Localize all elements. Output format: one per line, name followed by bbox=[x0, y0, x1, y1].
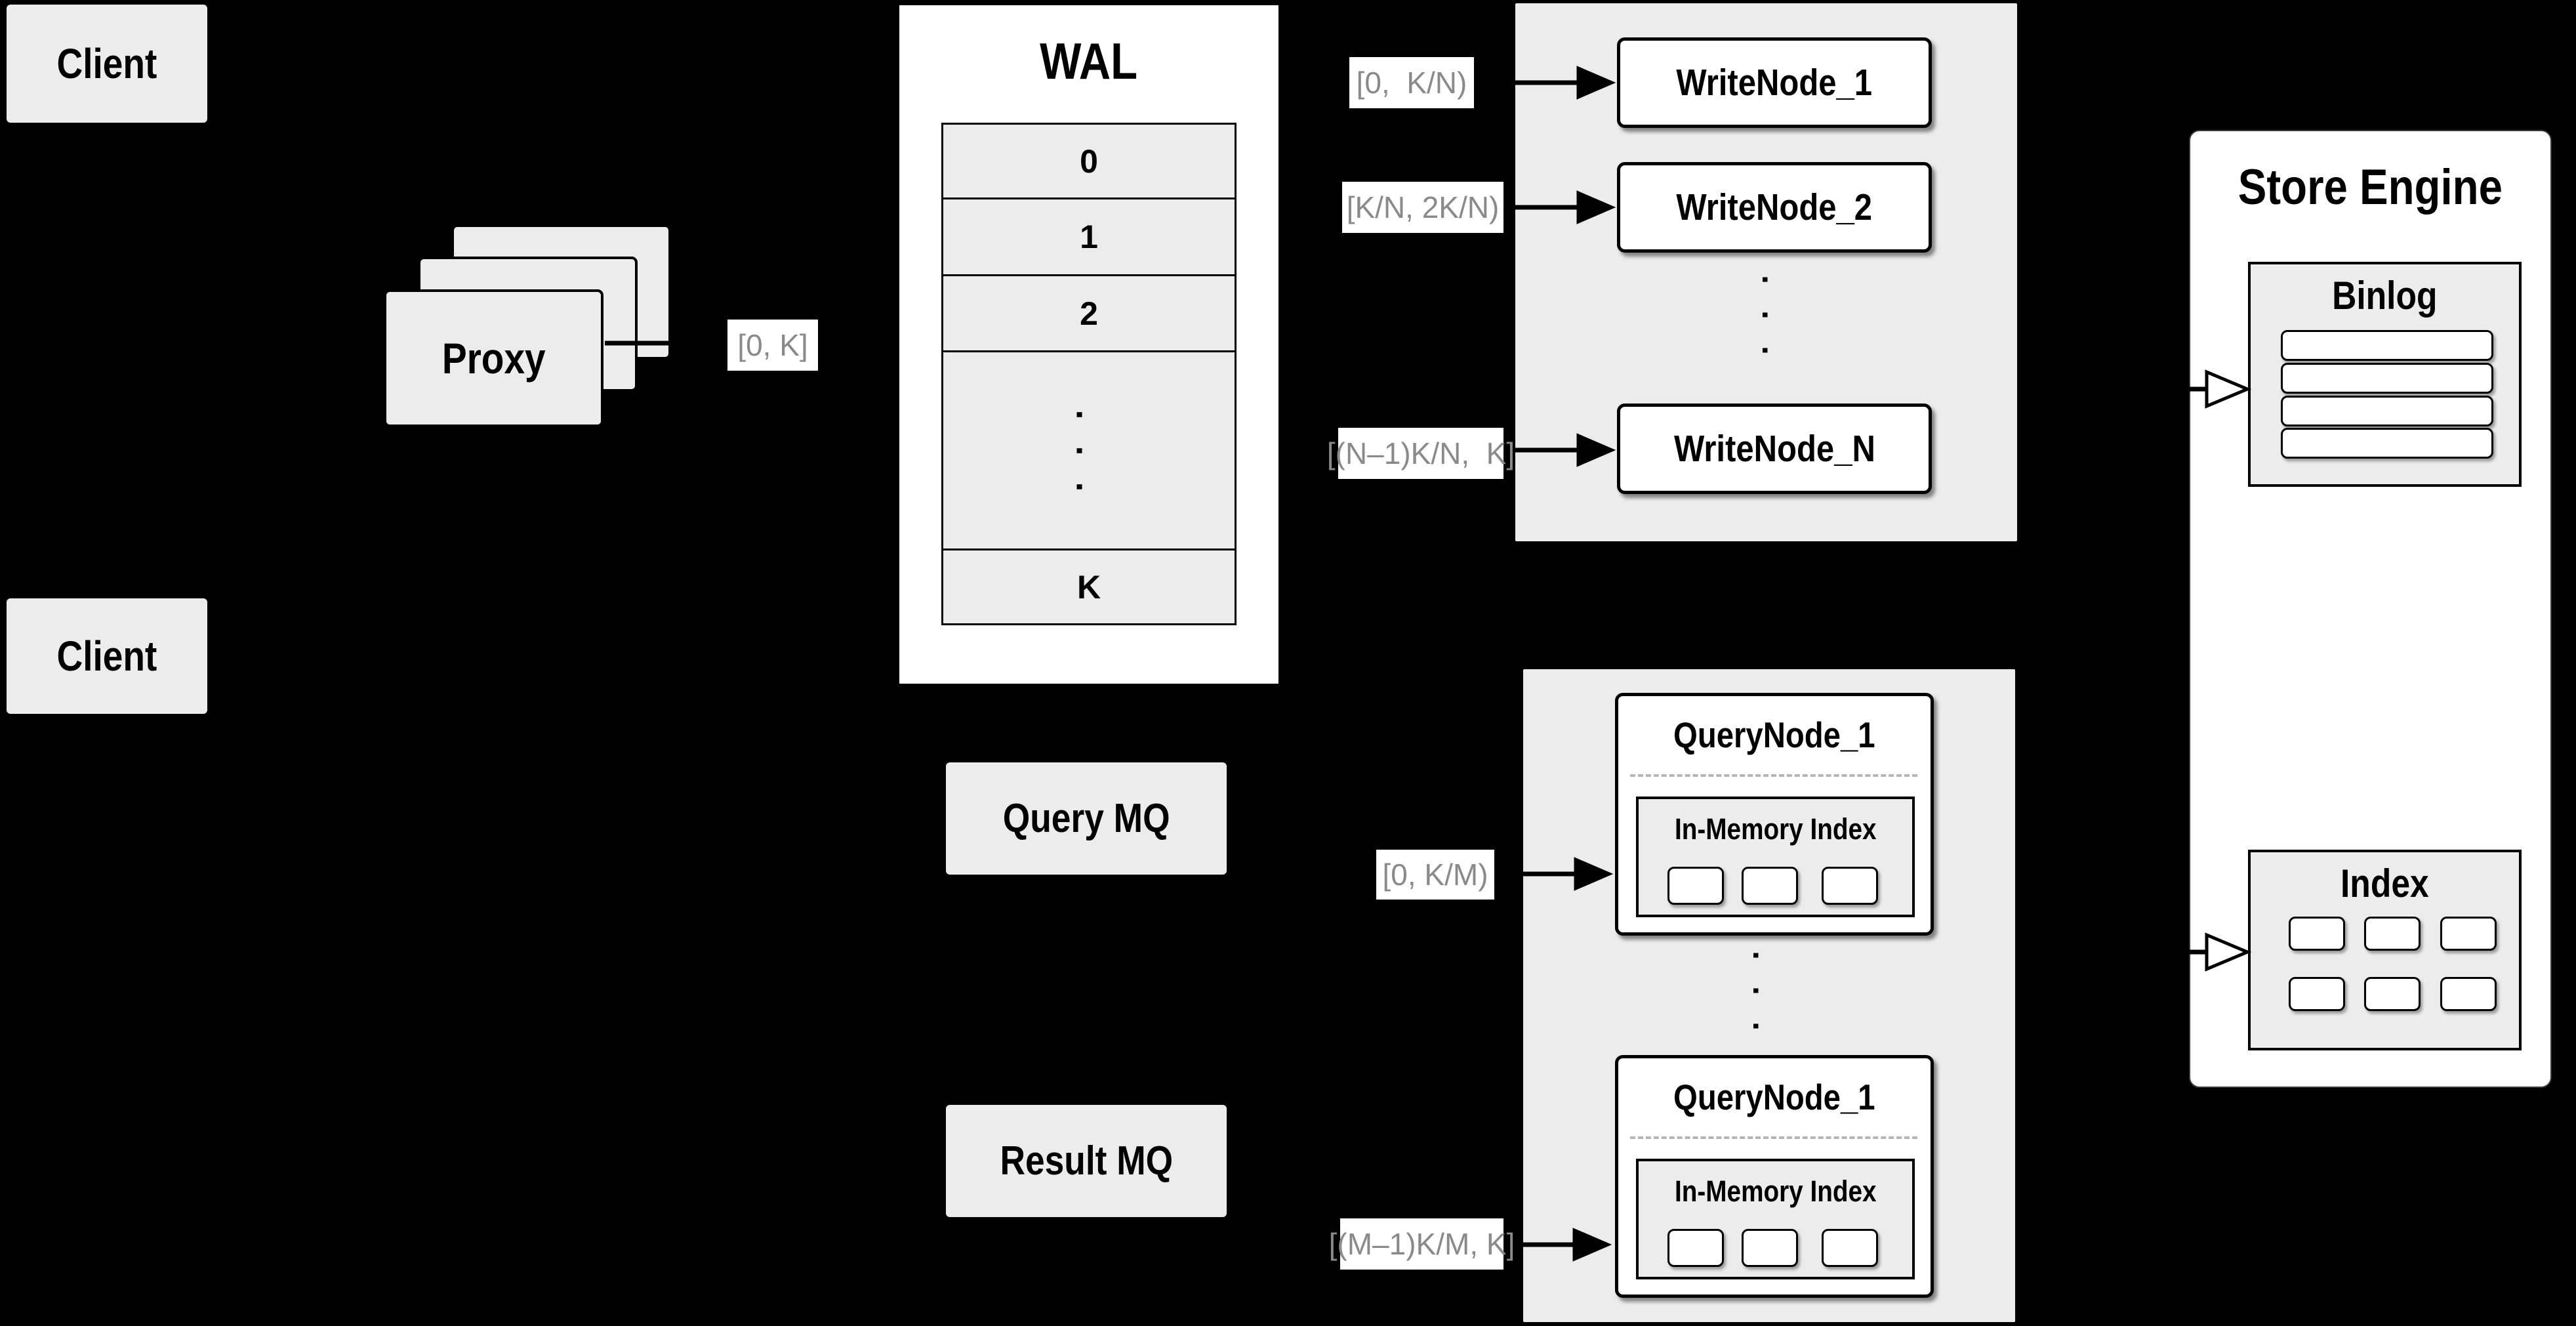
index-cell bbox=[2289, 917, 2345, 951]
query-node-top-divider bbox=[1630, 774, 1917, 777]
index-cell bbox=[2364, 977, 2421, 1011]
query-node-bottom-box: QueryNode_1 In-Memory Index bbox=[1615, 1055, 1934, 1298]
in-memory-index-bottom-title-area: In-Memory Index bbox=[1639, 1161, 1912, 1222]
binlog-box: Binlog bbox=[2248, 262, 2522, 487]
query-node-bottom-title-area: QueryNode_1 bbox=[1618, 1058, 1931, 1136]
binlog-slot bbox=[2281, 330, 2493, 361]
in-memory-segment bbox=[1667, 1229, 1724, 1267]
proxy-label: Proxy bbox=[441, 334, 546, 383]
in-memory-segment bbox=[1822, 1229, 1878, 1267]
wal-row-0: 0 bbox=[943, 125, 1235, 199]
client-bottom-box: Client bbox=[7, 598, 207, 714]
client-top-label: Client bbox=[56, 40, 157, 87]
query-node-top-label: QueryNode_1 bbox=[1673, 715, 1875, 755]
client-top-box: Client bbox=[7, 5, 207, 123]
arrowhead-proxy-to-wal bbox=[856, 326, 896, 360]
write-node-n-box: WriteNode_N bbox=[1617, 404, 1932, 494]
client-bottom-label: Client bbox=[56, 632, 157, 680]
store-engine-title-area: Store Engine bbox=[2190, 151, 2550, 223]
in-memory-index-top-title-area: In-Memory Index bbox=[1639, 799, 1912, 860]
query-node-vertical-ellipsis: ... bbox=[1746, 951, 1783, 1057]
store-engine-box: Store Engine Binlog Index bbox=[2189, 130, 2552, 1088]
write-node-2-box: WriteNode_2 bbox=[1617, 162, 1932, 253]
write-node-vertical-ellipsis: ... bbox=[1755, 275, 1792, 381]
write-node-2-label: WriteNode_2 bbox=[1676, 186, 1873, 228]
in-memory-segment bbox=[1742, 867, 1798, 905]
binlog-title: Binlog bbox=[2332, 274, 2438, 318]
result-mq-label: Result MQ bbox=[1000, 1138, 1173, 1184]
index-title-area: Index bbox=[2251, 852, 2519, 915]
range-label-proxy-to-wal: [0, K] bbox=[727, 320, 818, 371]
in-memory-index-bottom-title: In-Memory Index bbox=[1674, 1174, 1877, 1208]
query-mq-box: Query MQ bbox=[946, 762, 1227, 875]
wal-row-ellipsis: ... bbox=[943, 352, 1235, 550]
index-box: Index bbox=[2248, 850, 2522, 1050]
query-node-top-box: QueryNode_1 In-Memory Index bbox=[1615, 693, 1934, 936]
write-node-1-box: WriteNode_1 bbox=[1617, 37, 1932, 128]
query-node-bottom-label: QueryNode_1 bbox=[1673, 1077, 1875, 1117]
in-memory-index-top-box: In-Memory Index bbox=[1636, 797, 1915, 917]
in-memory-segment bbox=[1667, 867, 1724, 905]
in-memory-index-bottom-box: In-Memory Index bbox=[1636, 1159, 1915, 1279]
binlog-title-area: Binlog bbox=[2251, 264, 2519, 327]
wal-row-k: K bbox=[943, 550, 1235, 623]
wal-segment-table: 0 1 2 ... K bbox=[941, 123, 1237, 625]
wal-row-2: 2 bbox=[943, 276, 1235, 352]
binlog-slot bbox=[2281, 396, 2493, 426]
wal-row-1: 1 bbox=[943, 199, 1235, 276]
range-label-write-n: [(N–1)K/N, K] bbox=[1327, 428, 1515, 479]
range-label-query-m: [(M–1)K/M, K] bbox=[1329, 1218, 1515, 1270]
write-node-ellipsis-area: ... bbox=[1675, 253, 1872, 381]
binlog-slot bbox=[2281, 428, 2493, 459]
wal-title: WAL bbox=[1040, 31, 1138, 90]
binlog-slot bbox=[2281, 363, 2493, 394]
write-node-n-label: WriteNode_N bbox=[1673, 428, 1875, 470]
index-cell bbox=[2289, 977, 2345, 1011]
query-node-bottom-divider bbox=[1630, 1136, 1917, 1139]
wal-box: WAL 0 1 2 ... K bbox=[897, 3, 1280, 686]
index-title: Index bbox=[2341, 861, 2429, 905]
store-engine-title: Store Engine bbox=[2238, 159, 2503, 215]
write-node-1-label: WriteNode_1 bbox=[1676, 62, 1873, 104]
query-node-top-title-area: QueryNode_1 bbox=[1618, 696, 1931, 774]
index-cell bbox=[2364, 917, 2421, 951]
in-memory-segment bbox=[1822, 867, 1878, 905]
index-cell bbox=[2440, 917, 2497, 951]
range-label-write-2: [K/N, 2K/N) bbox=[1342, 182, 1503, 233]
in-memory-index-top-title: In-Memory Index bbox=[1674, 812, 1877, 846]
wal-title-area: WAL bbox=[899, 25, 1278, 97]
range-label-query-1: [0, K/M) bbox=[1376, 850, 1494, 900]
in-memory-segment bbox=[1742, 1229, 1798, 1267]
wal-vertical-ellipsis: ... bbox=[1069, 409, 1109, 518]
result-mq-box: Result MQ bbox=[946, 1105, 1227, 1217]
query-node-ellipsis-area: ... bbox=[1666, 932, 1863, 1057]
range-label-write-1: [0, K/N) bbox=[1349, 57, 1474, 108]
proxy-box: Proxy bbox=[384, 289, 603, 427]
query-mq-label: Query MQ bbox=[1002, 796, 1170, 841]
index-cell bbox=[2440, 977, 2497, 1011]
